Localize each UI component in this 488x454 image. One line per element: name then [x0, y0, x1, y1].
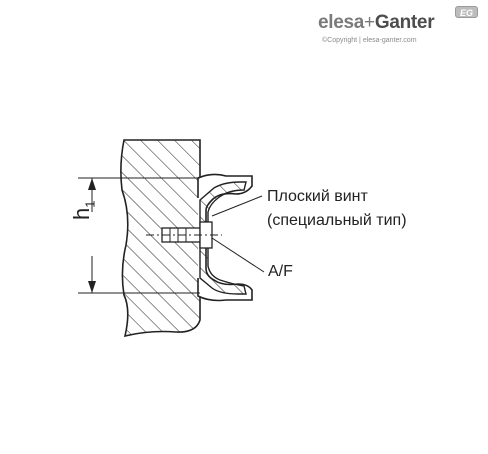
- brand-copyright: ©Copyright | elesa-ganter.com: [322, 37, 417, 44]
- across-flats-label: A/F: [268, 263, 293, 280]
- screw-label-line2: (специальный тип): [267, 212, 407, 229]
- dimension-h-text: h: [69, 207, 94, 220]
- wall-section: [120, 139, 201, 338]
- flat-screw: [146, 221, 222, 249]
- dimension-h1: [78, 177, 200, 294]
- dimension-h-subscript: 1: [82, 200, 98, 208]
- dimension-h1-label: h1: [69, 201, 97, 220]
- brand-name-elesa: elesa: [318, 12, 365, 33]
- screw-label-line1: Плоский винт: [267, 188, 368, 205]
- profile-section: [199, 181, 247, 295]
- brand-name: elesa+Ganter: [318, 12, 435, 34]
- brand-logo: elesa+Ganter ©Copyright | elesa-ganter.c…: [318, 12, 458, 52]
- leader-lines: [211, 195, 265, 273]
- brand-plus: +: [364, 12, 375, 33]
- brand-name-ganter: Ganter: [374, 12, 435, 33]
- eg-badge-icon: EG: [455, 6, 478, 18]
